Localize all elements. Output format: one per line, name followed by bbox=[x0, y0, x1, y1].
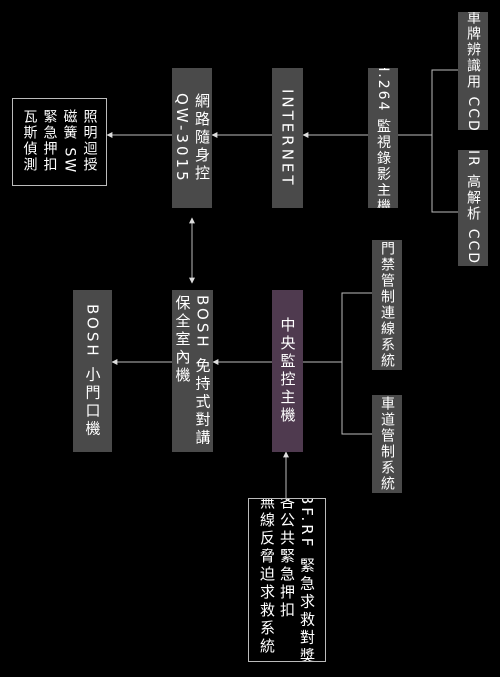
door-unit-box: BOSH 小門口機 bbox=[73, 290, 112, 452]
ccd-plate-box: 車牌辨識用 CCD bbox=[458, 12, 488, 130]
emergency-system-box: BF.RF 緊急求救對獎 各公共緊急押扣 無線反脅迫求救系統 bbox=[248, 498, 326, 662]
intercom-label: BOSH 免持式對講 保全室內機 bbox=[173, 294, 212, 448]
internet-box: INTERNET bbox=[272, 68, 303, 208]
emergency-system-label: BF.RF 緊急求救對獎 各公共緊急押扣 無線反脅迫求救系統 bbox=[258, 498, 316, 662]
sensors-label: 照明迴授 磁簧 SW 緊急押扣 瓦斯偵測 bbox=[21, 109, 98, 175]
access-parking-bracket bbox=[341, 292, 372, 435]
ccd-ir-box: IR 高解析 CCD bbox=[458, 150, 488, 266]
ccd-plate-label: 車牌辨識用 CCD bbox=[465, 12, 481, 130]
access-control-box: 門禁管制連線系統 bbox=[372, 240, 402, 370]
parking-control-box: 車道管制系統 bbox=[372, 395, 402, 493]
h264-recorder-box: H.264 監視錄影主機 bbox=[368, 68, 398, 208]
intercom-box: BOSH 免持式對講 保全室內機 bbox=[172, 290, 213, 452]
network-controller-label: 網路隨身控 QW-3015 bbox=[173, 92, 211, 184]
door-unit-label: BOSH 小門口機 bbox=[83, 303, 102, 439]
sensors-box: 照明迴授 磁簧 SW 緊急押扣 瓦斯偵測 bbox=[12, 98, 107, 186]
internet-label: INTERNET bbox=[278, 88, 297, 188]
access-control-label: 門禁管制連線系統 bbox=[379, 241, 395, 369]
central-host-label: 中央監控主機 bbox=[278, 317, 297, 425]
network-controller-box: 網路隨身控 QW-3015 bbox=[172, 68, 212, 208]
ccd-bracket bbox=[431, 69, 458, 213]
central-host-box: 中央監控主機 bbox=[272, 290, 303, 452]
ccd-ir-label: IR 高解析 CCD bbox=[465, 150, 481, 266]
parking-control-label: 車道管制系統 bbox=[379, 396, 395, 492]
h264-recorder-label: H.264 監視錄影主機 bbox=[375, 68, 391, 208]
